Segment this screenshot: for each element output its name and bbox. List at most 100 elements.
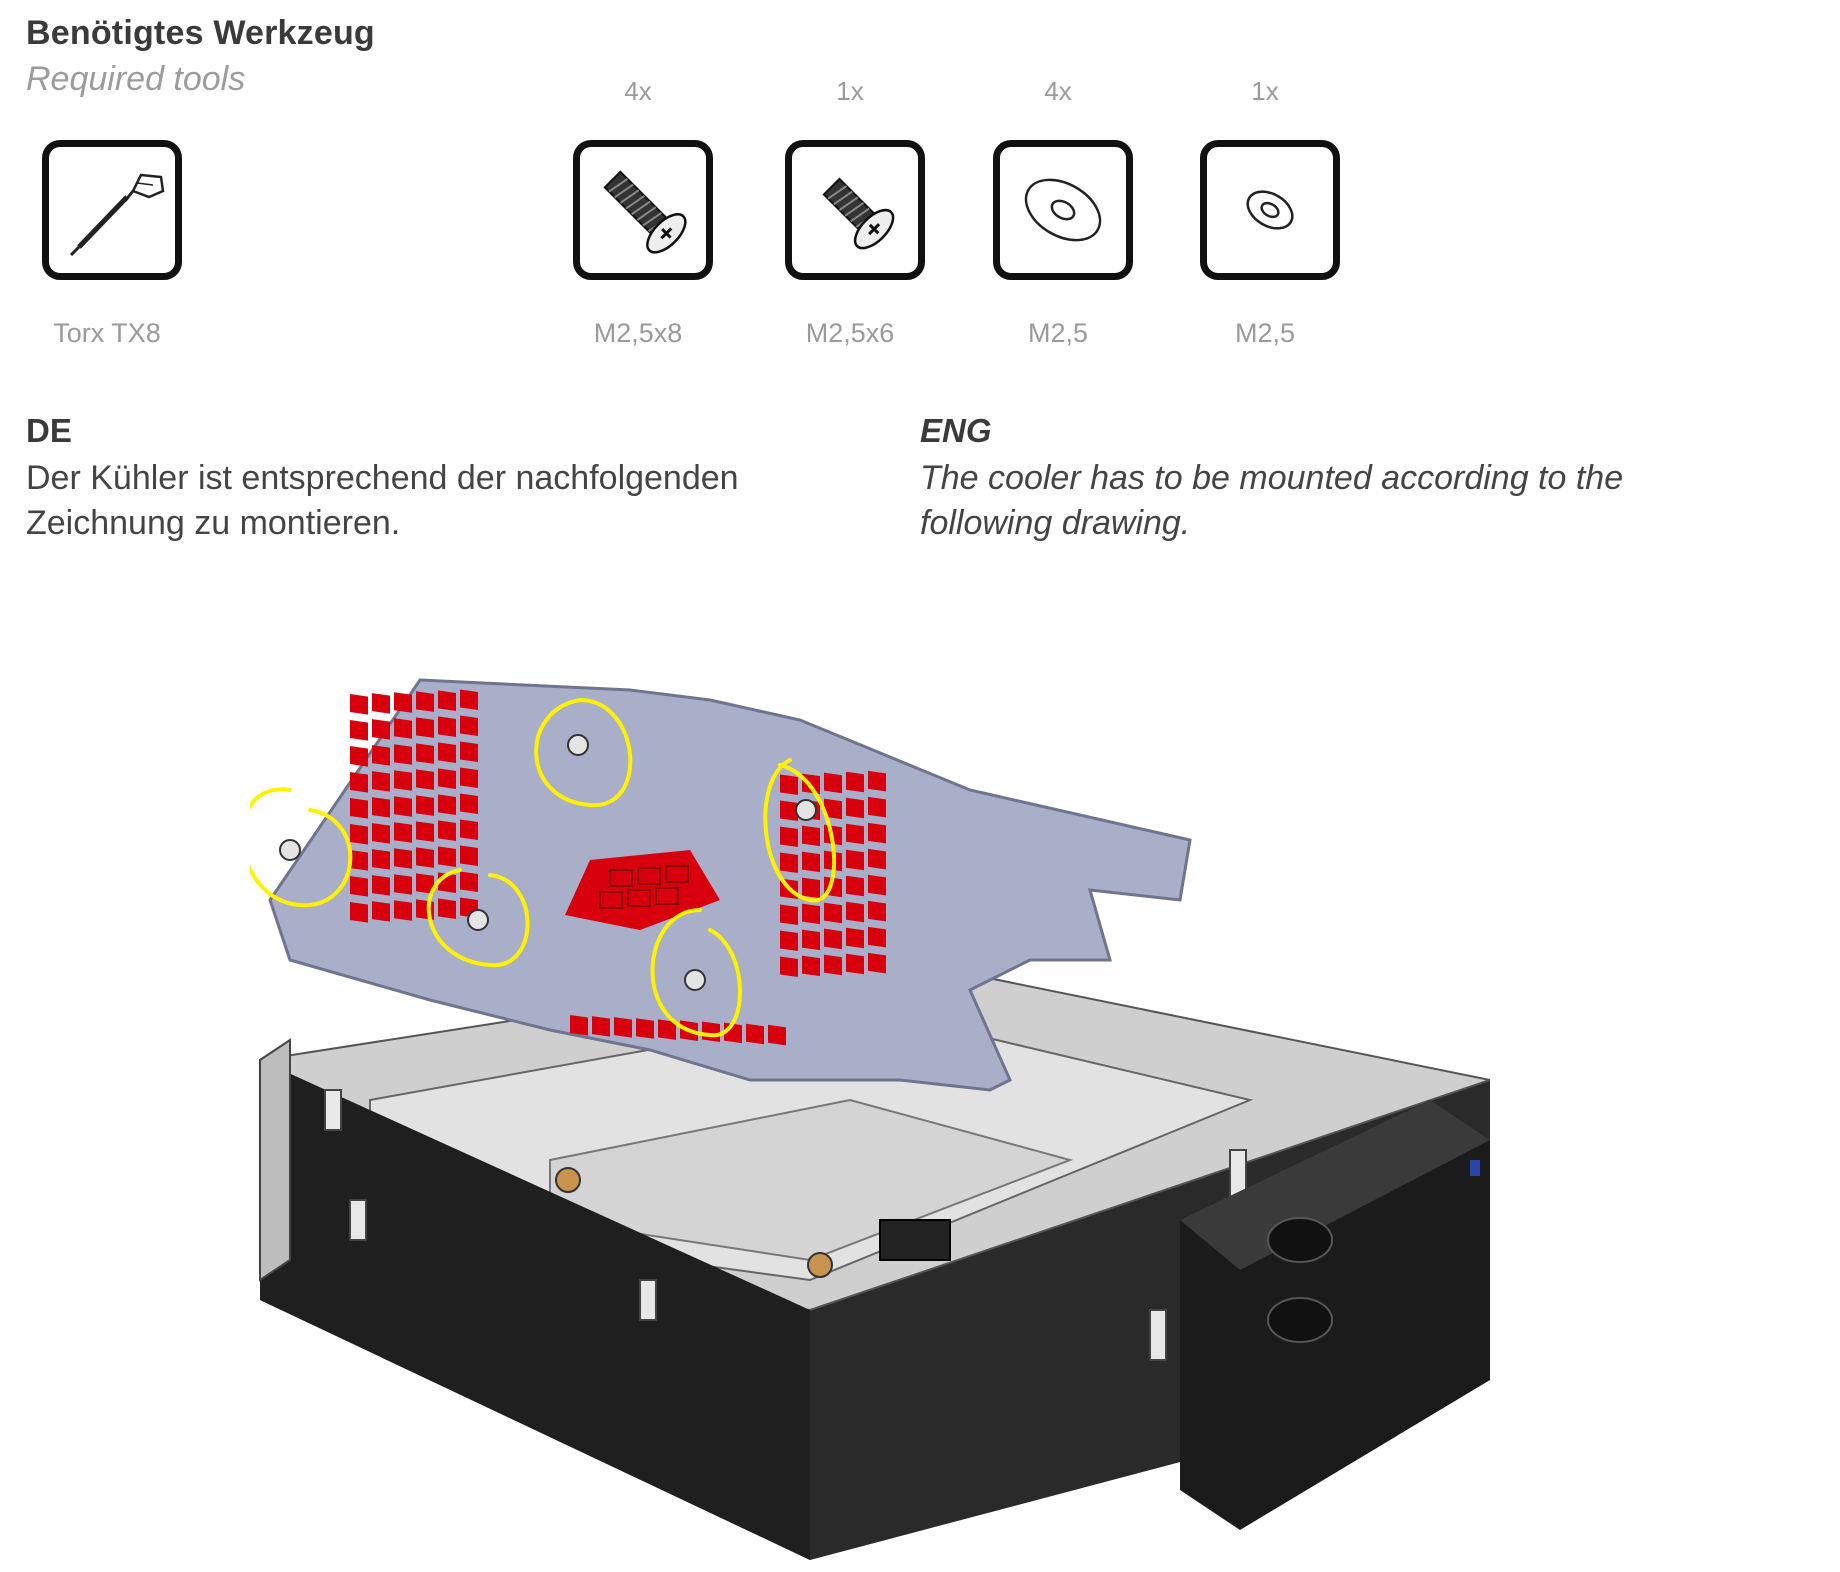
short-screw-icon xyxy=(785,140,925,280)
thermal-pad xyxy=(824,954,842,976)
tool-label: M2,5x8 xyxy=(593,318,683,348)
thermal-pad xyxy=(614,1017,632,1038)
gpu-die xyxy=(565,850,720,930)
terminal-block xyxy=(1180,1100,1490,1530)
thermal-pad xyxy=(438,742,456,763)
long-screw-icon xyxy=(573,140,713,280)
thermal-pad xyxy=(394,822,412,843)
thermal-pad xyxy=(394,718,412,739)
thermal-pad xyxy=(802,903,820,925)
thermal-pad xyxy=(438,690,456,711)
thermal-pad xyxy=(372,823,390,844)
thermal-pad xyxy=(460,715,478,737)
thermal-pads xyxy=(350,689,886,1046)
thermal-pad xyxy=(824,928,842,950)
thermal-pad xyxy=(416,821,434,842)
thermal-pad xyxy=(350,798,368,819)
thermal-pad xyxy=(350,876,368,897)
tool-quantity: 4x xyxy=(624,76,652,106)
thermal-pad xyxy=(372,875,390,896)
thermal-pad xyxy=(802,851,820,873)
thermal-pad xyxy=(460,741,478,763)
thermal-pad xyxy=(570,1014,588,1036)
thermal-pad xyxy=(460,689,478,711)
assembly-drawing xyxy=(250,678,1490,1560)
thermal-pad xyxy=(438,898,456,919)
thermal-pad xyxy=(802,877,820,899)
tool-label: M2,5x6 xyxy=(805,318,895,348)
thermal-pad xyxy=(394,848,412,869)
thermal-pad xyxy=(846,849,864,871)
thermal-pad xyxy=(438,768,456,789)
screw-icon xyxy=(795,799,817,821)
thermal-pad xyxy=(868,848,886,870)
thermal-pad xyxy=(372,771,390,792)
tool-washer-small: 1x M2,5 xyxy=(1180,70,1350,360)
thermal-pad xyxy=(460,819,478,841)
large-washer-icon xyxy=(993,140,1133,280)
thermal-pad xyxy=(592,1016,610,1037)
thermal-pad xyxy=(350,746,368,767)
thermal-pad xyxy=(438,820,456,841)
tool-screw-short: 1x M2,5x6 xyxy=(765,70,935,360)
tool-washer-large: 4x M2,5 xyxy=(973,70,1143,360)
thermal-pad xyxy=(746,1023,764,1045)
thermal-pad xyxy=(768,1024,786,1046)
highlight-mark xyxy=(763,758,836,903)
thermal-pad xyxy=(438,716,456,737)
de-instruction-text: Der Kühler ist entsprechend der nachfolg… xyxy=(26,459,739,542)
thermal-pad xyxy=(702,1021,720,1043)
thermal-pad xyxy=(416,717,434,738)
thermal-pad xyxy=(416,769,434,790)
tool-torx: Torx TX8 xyxy=(22,70,192,360)
screw-icon xyxy=(279,839,301,861)
thermal-pad xyxy=(394,796,412,817)
thermal-pad xyxy=(802,825,820,847)
eng-instruction-text: The cooler has to be mounted according t… xyxy=(920,459,1624,542)
tool-screw-long: 4x M2,5x8 xyxy=(553,70,723,360)
tool-label: M2,5 xyxy=(1234,318,1296,348)
thermal-pad xyxy=(416,743,434,764)
highlight-mark xyxy=(534,698,633,808)
pcb-board xyxy=(268,678,1192,1092)
thermal-pad xyxy=(460,871,478,893)
thermal-pad xyxy=(824,772,842,794)
screw-icon xyxy=(467,909,489,931)
thermal-pad xyxy=(636,1018,654,1039)
highlight-mark xyxy=(650,908,742,1038)
thermal-pad xyxy=(394,744,412,765)
tool-label: Torx TX8 xyxy=(53,318,161,348)
thermal-pad xyxy=(460,845,478,867)
thermal-pad xyxy=(780,774,798,796)
thermal-pad xyxy=(780,826,798,848)
thermal-pad xyxy=(394,770,412,791)
thermal-pad xyxy=(372,901,390,922)
thermal-pad xyxy=(824,798,842,820)
screw-icon xyxy=(567,734,589,756)
thermal-pad xyxy=(868,900,886,922)
thermal-pad xyxy=(780,852,798,874)
thermal-pad xyxy=(394,900,412,921)
thermal-pad xyxy=(846,927,864,949)
thermal-pad xyxy=(780,800,798,822)
torx-screwdriver-icon xyxy=(42,140,182,280)
thermal-pad xyxy=(868,926,886,948)
pcb-connector xyxy=(879,1219,951,1261)
thermal-pad xyxy=(868,770,886,792)
thermal-pad xyxy=(394,874,412,895)
thermal-pad xyxy=(416,847,434,868)
highlight-mark xyxy=(250,787,353,908)
thermal-pad xyxy=(846,875,864,897)
screw-icon xyxy=(684,969,706,991)
thermal-pad xyxy=(824,902,842,924)
thermal-pad xyxy=(350,694,368,715)
thermal-pad xyxy=(868,874,886,896)
highlight-mark xyxy=(426,868,530,968)
thermal-pad xyxy=(780,930,798,952)
thermal-pad xyxy=(416,691,434,712)
thermal-pad xyxy=(868,796,886,818)
thermal-pad xyxy=(350,824,368,845)
thermal-pad xyxy=(350,720,368,741)
thermal-pad xyxy=(438,794,456,815)
thermal-pad xyxy=(372,719,390,740)
